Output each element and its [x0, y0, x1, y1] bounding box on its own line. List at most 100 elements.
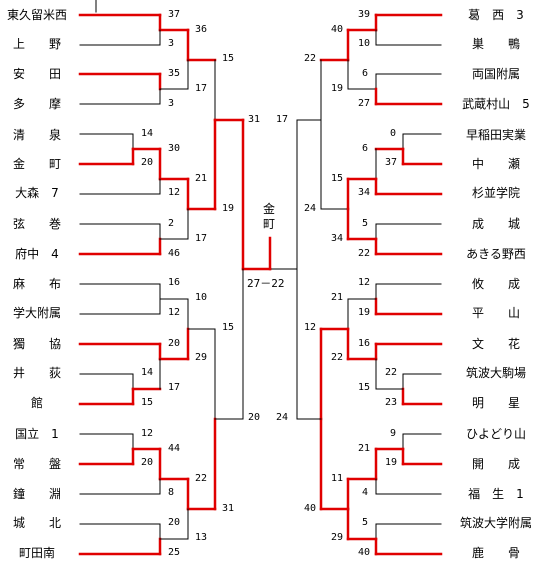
left-r1-score: 20 — [141, 157, 154, 168]
right-r1-score: 15 — [358, 382, 371, 393]
final-score: 27－22 — [247, 277, 285, 290]
right-r2-score: 19 — [331, 83, 344, 94]
left-team-15: 国立 1 — [15, 427, 59, 441]
right-team-9: あきる野西 — [466, 247, 526, 261]
right-r1-score: 5 — [362, 517, 369, 528]
right-team-7: 杉並学院 — [471, 186, 520, 200]
left-r1-score: 3 — [168, 38, 175, 49]
left-r1-score: 14 — [141, 367, 154, 378]
right-r2-score: 40 — [331, 24, 344, 35]
left-r1-score: 37 — [168, 9, 181, 20]
right-r2-score: 22 — [331, 352, 344, 363]
left-team-16: 常 盤 — [12, 457, 61, 471]
right-r1-score: 4 — [362, 487, 369, 498]
right-r1-score: 9 — [390, 428, 397, 439]
left-r1-score: 44 — [168, 443, 181, 454]
right-team-11: 平 山 — [471, 306, 520, 320]
right-r3-score: 12 — [304, 322, 317, 333]
right-team-10: 攸 成 — [471, 277, 520, 291]
left-r2-score: 17 — [195, 83, 208, 94]
left-r1-score: 20 — [168, 338, 181, 349]
left-team-12: 獨 協 — [12, 337, 61, 351]
left-r3-score: 31 — [222, 503, 235, 514]
left-team-3: 安 田 — [12, 67, 61, 81]
left-r4-score: 20 — [248, 412, 261, 423]
right-r1-score: 0 — [390, 128, 397, 139]
right-team-17: 福 生 1 — [468, 487, 524, 501]
champion-label-line1: 金 — [263, 202, 276, 216]
left-team-4: 多 摩 — [12, 97, 61, 111]
left-r3-score: 15 — [222, 53, 235, 64]
right-team-13: 筑波大駒場 — [465, 366, 526, 380]
left-r4-score: 31 — [248, 114, 261, 125]
right-team-1: 葛 西 3 — [468, 8, 524, 22]
right-r1-score: 5 — [362, 218, 369, 229]
left-r3-score: 19 — [222, 203, 235, 214]
right-r1-score: 22 — [358, 248, 371, 259]
right-r3-score: 24 — [304, 203, 317, 214]
right-team-12: 文 花 — [471, 337, 520, 351]
right-r1-score: 27 — [358, 98, 371, 109]
left-r1-score: 20 — [168, 517, 181, 528]
left-team-2: 上 野 — [12, 37, 61, 51]
left-team-6: 金 町 — [12, 157, 61, 171]
right-r1-score: 6 — [362, 143, 369, 154]
left-r1-score: 46 — [168, 248, 181, 259]
left-r1-score: 2 — [168, 218, 175, 229]
right-r4-score: 17 — [276, 114, 289, 125]
right-r1-score: 6 — [362, 68, 369, 79]
left-r2-score: 29 — [195, 352, 208, 363]
right-team-14: 明 星 — [471, 396, 520, 410]
left-r2-score: 22 — [195, 473, 208, 484]
right-r2-score: 34 — [331, 233, 344, 244]
left-r2-score: 17 — [195, 233, 208, 244]
left-team-19: 町田南 — [18, 546, 55, 560]
right-team-4: 武蔵村山 5 — [462, 97, 530, 111]
left-r1-score: 15 — [141, 397, 154, 408]
left-team-9: 府中 4 — [15, 247, 59, 261]
right-team-15: ひよどり山 — [465, 427, 526, 441]
right-team-5: 早稲田実業 — [465, 128, 526, 142]
right-team-19: 鹿 骨 — [471, 546, 520, 560]
left-r2-score: 10 — [195, 292, 208, 303]
left-r2-score: 21 — [195, 173, 208, 184]
left-r2-score: 13 — [195, 532, 208, 543]
left-team-13: 井 荻 — [12, 366, 61, 380]
left-r3-score: 15 — [222, 322, 235, 333]
left-r1-score: 12 — [168, 307, 181, 318]
right-r2-score: 21 — [331, 292, 344, 303]
left-r1-score: 12 — [168, 187, 181, 198]
left-r2-score: 36 — [195, 24, 208, 35]
right-r1-score: 22 — [385, 367, 398, 378]
right-r1-score: 12 — [358, 277, 371, 288]
left-r1-score: 8 — [168, 487, 175, 498]
right-team-8: 成 城 — [471, 217, 520, 231]
left-team-18: 城 北 — [12, 516, 61, 530]
left-team-1: 東久留米西 — [6, 8, 67, 22]
right-r1-score: 10 — [358, 38, 371, 49]
left-r1-score: 12 — [141, 428, 154, 439]
left-team-8: 弦 巻 — [12, 217, 61, 231]
right-r1-score: 37 — [385, 157, 398, 168]
left-team-10: 麻 布 — [12, 277, 61, 291]
left-r1-score: 14 — [141, 128, 154, 139]
right-r3-score: 40 — [304, 503, 317, 514]
left-r1-score: 3 — [168, 98, 175, 109]
right-r1-score: 19 — [385, 457, 398, 468]
right-r2-score: 11 — [331, 473, 344, 484]
right-team-2: 巣 鴨 — [471, 37, 520, 51]
right-team-18: 筑波大学附属 — [459, 516, 532, 530]
left-r1-score: 35 — [168, 68, 181, 79]
right-r1-score: 40 — [358, 547, 371, 558]
champion-label-line2: 町 — [263, 217, 276, 231]
right-r1-score: 16 — [358, 338, 371, 349]
right-r1-score: 23 — [385, 397, 398, 408]
left-team-7: 大森 7 — [15, 186, 59, 200]
right-r1-score: 39 — [358, 9, 371, 20]
right-r2-score: 15 — [331, 173, 344, 184]
left-team-5: 清 泉 — [12, 128, 61, 142]
right-r1-score: 19 — [358, 307, 371, 318]
left-team-11: 学大附属 — [12, 306, 61, 320]
left-team-17: 鐘 淵 — [12, 487, 61, 501]
